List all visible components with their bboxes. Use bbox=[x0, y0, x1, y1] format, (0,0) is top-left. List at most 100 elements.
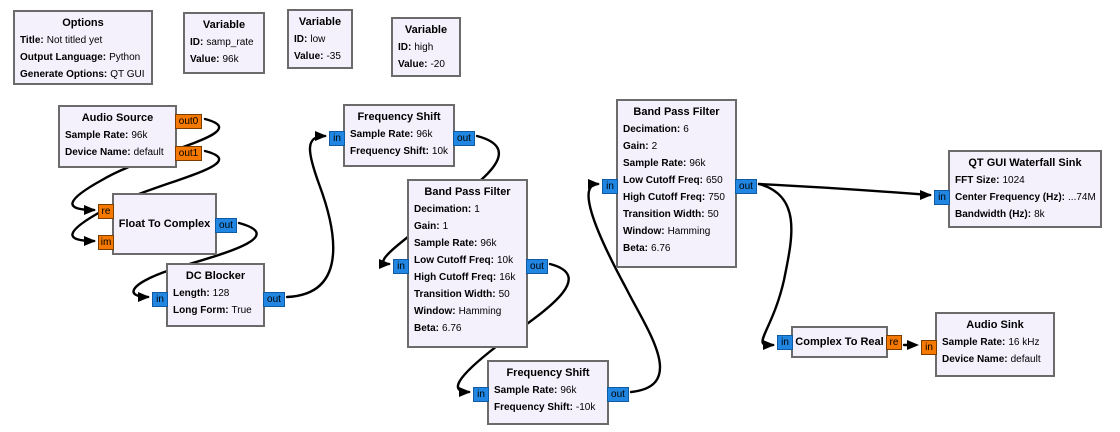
block-param: High Cutoff Freq:16k bbox=[414, 269, 521, 286]
param-value: 128 bbox=[212, 288, 230, 299]
param-key: Sample Rate: bbox=[65, 130, 129, 141]
param-value: default bbox=[1010, 354, 1041, 365]
param-value: 6.76 bbox=[442, 323, 462, 334]
port-in[interactable]: in bbox=[329, 131, 345, 146]
param-key: Transition Width: bbox=[414, 289, 496, 300]
port-re[interactable]: re bbox=[886, 335, 902, 350]
param-value: 96k bbox=[560, 385, 577, 396]
block-param: Output Language:Python bbox=[20, 49, 146, 66]
param-value: 50 bbox=[498, 289, 510, 300]
param-value: 16k bbox=[499, 272, 516, 283]
block-param: Center Frequency (Hz):...74M bbox=[955, 189, 1096, 206]
block-param: Long Form:True bbox=[173, 302, 258, 319]
port-in[interactable]: in bbox=[777, 335, 793, 350]
wire-frequency-shift-2.out-to-band-pass-filter-2.in[interactable] bbox=[587, 182, 662, 394]
port-in[interactable]: in bbox=[921, 340, 937, 355]
port-in[interactable]: in bbox=[393, 259, 409, 274]
block-param: Sample Rate:96k bbox=[350, 126, 448, 143]
block-param: Decimation:1 bbox=[414, 201, 521, 218]
param-value: low bbox=[310, 34, 326, 45]
port-out[interactable]: out bbox=[263, 292, 285, 307]
block-param: Window:Hamming bbox=[623, 223, 730, 240]
port-out[interactable]: out bbox=[215, 218, 237, 233]
port-out1[interactable]: out1 bbox=[175, 146, 202, 161]
arrowhead-icon bbox=[84, 236, 96, 246]
block-title: QT GUI Waterfall Sink bbox=[968, 157, 1082, 169]
port-im[interactable]: im bbox=[98, 235, 114, 250]
param-value: 10k bbox=[496, 255, 514, 266]
param-key: Gain: bbox=[414, 221, 440, 232]
block-title: Band Pass Filter bbox=[633, 106, 720, 118]
param-value: True bbox=[231, 305, 252, 316]
param-key: Decimation: bbox=[623, 124, 681, 135]
port-out[interactable]: out bbox=[526, 259, 548, 274]
param-value: -10k bbox=[575, 402, 596, 413]
block-param: Beta:6.76 bbox=[414, 320, 521, 337]
param-key: Sample Rate: bbox=[942, 337, 1006, 348]
param-value: 16 kHz bbox=[1008, 337, 1040, 348]
block-title: Options bbox=[62, 17, 104, 29]
block-param: Sample Rate:96k bbox=[494, 382, 602, 399]
block-param: Sample Rate:96k bbox=[65, 127, 170, 144]
block-title: Frequency Shift bbox=[357, 111, 441, 123]
param-key: Generate Options: bbox=[20, 69, 108, 80]
block-param: Device Name:default bbox=[942, 351, 1048, 368]
param-key: Sample Rate: bbox=[623, 158, 687, 169]
wire-band-pass-filter-2.out-to-complex-to-real.in[interactable] bbox=[757, 182, 793, 347]
block-param: Title:Not titled yet bbox=[20, 32, 146, 49]
wire-audio-source.out0-to-float-to-complex.re[interactable] bbox=[71, 117, 221, 212]
param-key: Beta: bbox=[414, 323, 440, 334]
port-out[interactable]: out bbox=[453, 131, 475, 146]
block-param: ID:samp_rate bbox=[190, 34, 258, 51]
block-param: ID:high bbox=[398, 39, 454, 56]
arrowhead-icon bbox=[907, 340, 919, 350]
port-in[interactable]: in bbox=[473, 387, 489, 402]
param-value: 1 bbox=[474, 204, 480, 215]
wire-dc-blocker.out-to-frequency-shift-1.in[interactable] bbox=[285, 134, 335, 299]
port-re[interactable]: re bbox=[98, 204, 114, 219]
port-in[interactable]: in bbox=[152, 292, 168, 307]
block-param: Beta:6.76 bbox=[623, 240, 730, 257]
param-value: Not titled yet bbox=[46, 35, 103, 46]
block-param: Device Name:default bbox=[65, 144, 170, 161]
wire-band-pass-filter-2.out-to-qt-gui-waterfall-sink.in[interactable] bbox=[757, 182, 932, 197]
block-title: Complex To Real bbox=[795, 335, 884, 348]
port-in[interactable]: in bbox=[602, 179, 618, 194]
param-value: 6.76 bbox=[651, 243, 671, 254]
block-param: Gain:2 bbox=[623, 138, 730, 155]
block-param: Generate Options:QT GUI bbox=[20, 66, 146, 83]
param-key: Value: bbox=[294, 51, 324, 62]
param-value: 96k bbox=[222, 54, 239, 65]
param-value: samp_rate bbox=[206, 37, 254, 48]
param-value: 1 bbox=[442, 221, 449, 232]
block-title: Variable bbox=[298, 16, 342, 28]
param-key: High Cutoff Freq: bbox=[414, 272, 497, 283]
arrowhead-icon bbox=[459, 387, 471, 397]
port-in[interactable]: in bbox=[934, 190, 950, 205]
param-key: High Cutoff Freq: bbox=[623, 192, 706, 203]
port-out0[interactable]: out0 bbox=[175, 114, 202, 129]
block-param: Value:-20 bbox=[398, 56, 454, 73]
param-key: ID: bbox=[190, 37, 204, 48]
port-out[interactable]: out bbox=[607, 387, 629, 402]
param-key: Length: bbox=[173, 288, 210, 299]
arrowhead-icon bbox=[84, 205, 96, 215]
param-value: Hamming bbox=[458, 306, 502, 317]
param-key: Output Language: bbox=[20, 52, 107, 63]
port-out[interactable]: out bbox=[735, 179, 757, 194]
